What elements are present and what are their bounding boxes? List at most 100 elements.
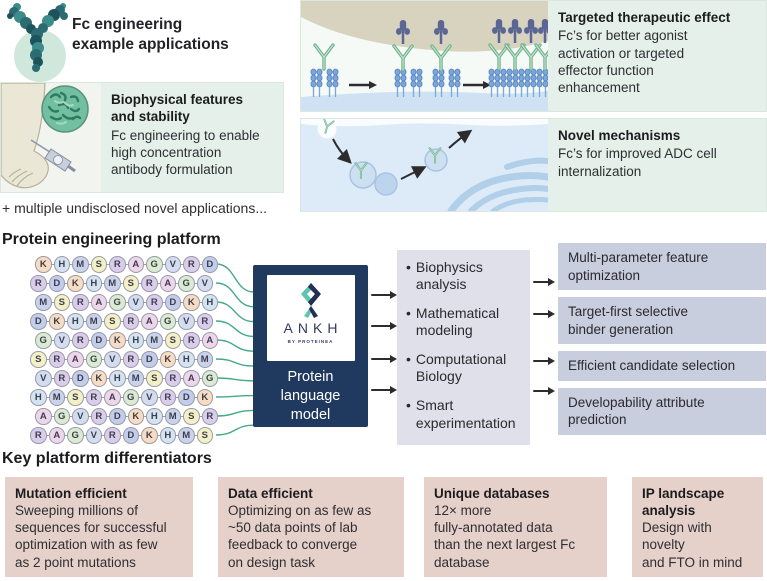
residue-A: A [35, 408, 52, 425]
card-title: Novel mechanisms [558, 128, 681, 143]
differentiator-title: Unique databases [434, 486, 550, 501]
residue-R: R [141, 275, 158, 292]
differentiators-section-title: Key platform differentiators [2, 450, 212, 467]
differentiator-title: IP landscape analysis [642, 486, 725, 519]
residue-G: G [159, 313, 176, 330]
residue-S: S [90, 256, 107, 273]
residue-V: V [104, 351, 121, 368]
residue-D: D [141, 351, 158, 368]
arrow-capabilities-to-output-1 [533, 281, 549, 284]
bullet-icon: • [406, 305, 411, 322]
residue-V: V [178, 313, 195, 330]
residue-H: H [85, 275, 102, 292]
bullet-icon: • [406, 351, 411, 368]
residue-K: K [159, 351, 176, 368]
residue-A: A [48, 427, 65, 444]
residue-K: K [109, 332, 126, 349]
capability-item: •Mathematical modeling [406, 305, 524, 339]
antibody-icon [7, 3, 68, 82]
bullet-icon: • [406, 259, 411, 275]
capability-item: •Biophysics analysis [406, 259, 524, 293]
capability-item: •Computational Biology [406, 351, 524, 385]
output-box: Target-first selective binder generation [558, 297, 766, 345]
arrow-model-to-capabilities-2 [371, 325, 391, 328]
connector-line [215, 394, 255, 398]
residue-R: R [104, 427, 121, 444]
residue-M: M [48, 389, 65, 406]
card-body: Fc engineering to enable high concentrat… [111, 127, 260, 178]
output-box: Efficient candidate selection [558, 351, 766, 381]
residue-H: H [109, 370, 126, 387]
residue-A: A [201, 332, 218, 349]
differentiator-body: Sweeping millions of sequences for succe… [15, 503, 167, 570]
residue-V: V [196, 275, 213, 292]
residue-A: A [127, 256, 144, 273]
residue-V: V [141, 389, 158, 406]
card-title: Biophysical features and stability [111, 92, 244, 125]
residue-S: S [53, 294, 70, 311]
output-box: Developability attribute prediction [558, 387, 766, 435]
residue-M: M [85, 313, 102, 330]
footnote: + multiple undisclosed novel application… [2, 200, 267, 216]
connector-line [215, 358, 255, 367]
residue-G: G [67, 427, 84, 444]
capability-label: Mathematical modeling [415, 305, 500, 339]
ankh-brand-name: ANKH [283, 320, 343, 336]
residue-D: D [48, 275, 65, 292]
residue-M: M [146, 332, 163, 349]
connector-line [215, 320, 255, 338]
arrow-capabilities-to-output-4 [533, 390, 549, 393]
residue-S: S [122, 275, 139, 292]
injection-arm-illustration [1, 83, 101, 192]
residue-A: A [183, 370, 200, 387]
arrow-capabilities-to-output-2 [533, 313, 549, 316]
residue-H: H [30, 389, 47, 406]
residue-A: A [90, 294, 107, 311]
residue-D: D [122, 427, 139, 444]
differentiator-body: Optimizing on as few as ~50 data points … [228, 503, 372, 570]
cell-internalization-illustration [301, 119, 548, 211]
connector-line [215, 263, 255, 293]
residue-R: R [122, 351, 139, 368]
residue-K: K [48, 313, 65, 330]
residue-S: S [146, 370, 163, 387]
residue-S: S [30, 351, 47, 368]
residue-R: R [183, 256, 200, 273]
residue-H: H [67, 313, 84, 330]
residue-V: V [72, 408, 89, 425]
card-text-panel: Targeted therapeutic effect Fc’s for bet… [548, 1, 766, 111]
residue-D: D [109, 408, 126, 425]
residue-R: R [196, 313, 213, 330]
residue-G: G [146, 256, 163, 273]
residue-K: K [141, 427, 158, 444]
residue-H: H [146, 408, 163, 425]
arrow-capabilities-to-output-3 [533, 360, 549, 363]
residue-D: D [72, 370, 89, 387]
residue-K: K [35, 256, 52, 273]
residue-R: R [183, 332, 200, 349]
residue-R: R [30, 427, 47, 444]
application-card-targeted: Targeted therapeutic effect Fc’s for bet… [300, 0, 767, 112]
residue-S: S [196, 427, 213, 444]
residue-V: V [85, 427, 102, 444]
card-text-panel: Biophysical features and stability Fc en… [101, 83, 283, 192]
bullet-icon: • [406, 397, 411, 414]
receptor-membrane-illustration [301, 1, 548, 111]
residue-M: M [178, 427, 195, 444]
protein-language-model-box: ANKH BY PROTEINEA Protein language model [253, 265, 368, 427]
residue-D: D [90, 332, 107, 349]
residue-R: R [146, 294, 163, 311]
application-card-biophysical: Biophysical features and stability Fc en… [0, 82, 284, 193]
